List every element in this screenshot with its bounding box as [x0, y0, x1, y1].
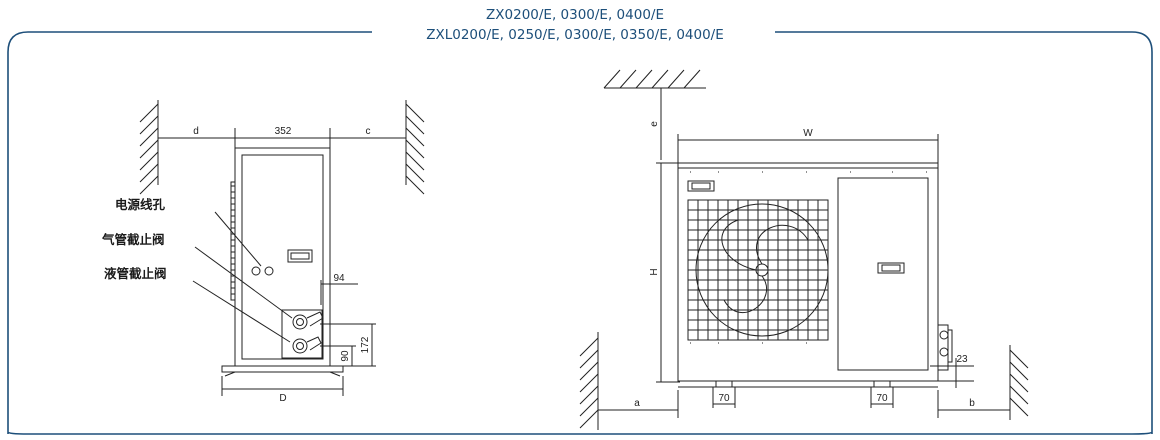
dim-H: H	[649, 268, 660, 275]
dim-a: a	[634, 398, 640, 409]
title-line-2: ZXL0200/E, 0250/E, 0300/E, 0350/E, 0400/…	[426, 27, 724, 43]
gas-stop-valve-label: 气管截止阀	[101, 232, 165, 247]
power-cable-hole-label: 电源线孔	[115, 197, 166, 212]
dim-70-left: 70	[718, 393, 730, 404]
dim-94: 94	[333, 273, 345, 284]
dim-90: 90	[340, 350, 351, 362]
dim-172: 172	[360, 336, 371, 353]
dim-W: W	[803, 128, 813, 139]
outer-frame	[7, 31, 1153, 435]
dim-e: e	[649, 121, 660, 127]
dim-23: 23	[956, 354, 968, 365]
title-line-1: ZX0200/E, 0300/E, 0400/E	[486, 7, 664, 23]
dim-c: c	[366, 126, 371, 137]
liquid-stop-valve-label: 液管截止阀	[104, 266, 167, 281]
dim-352: 352	[275, 126, 292, 137]
dim-d: d	[193, 126, 199, 137]
dim-70-right: 70	[876, 393, 888, 404]
dim-b: b	[969, 398, 975, 409]
dim-D: D	[279, 393, 286, 404]
side-view	[139, 100, 425, 396]
front-view	[579, 69, 1029, 430]
